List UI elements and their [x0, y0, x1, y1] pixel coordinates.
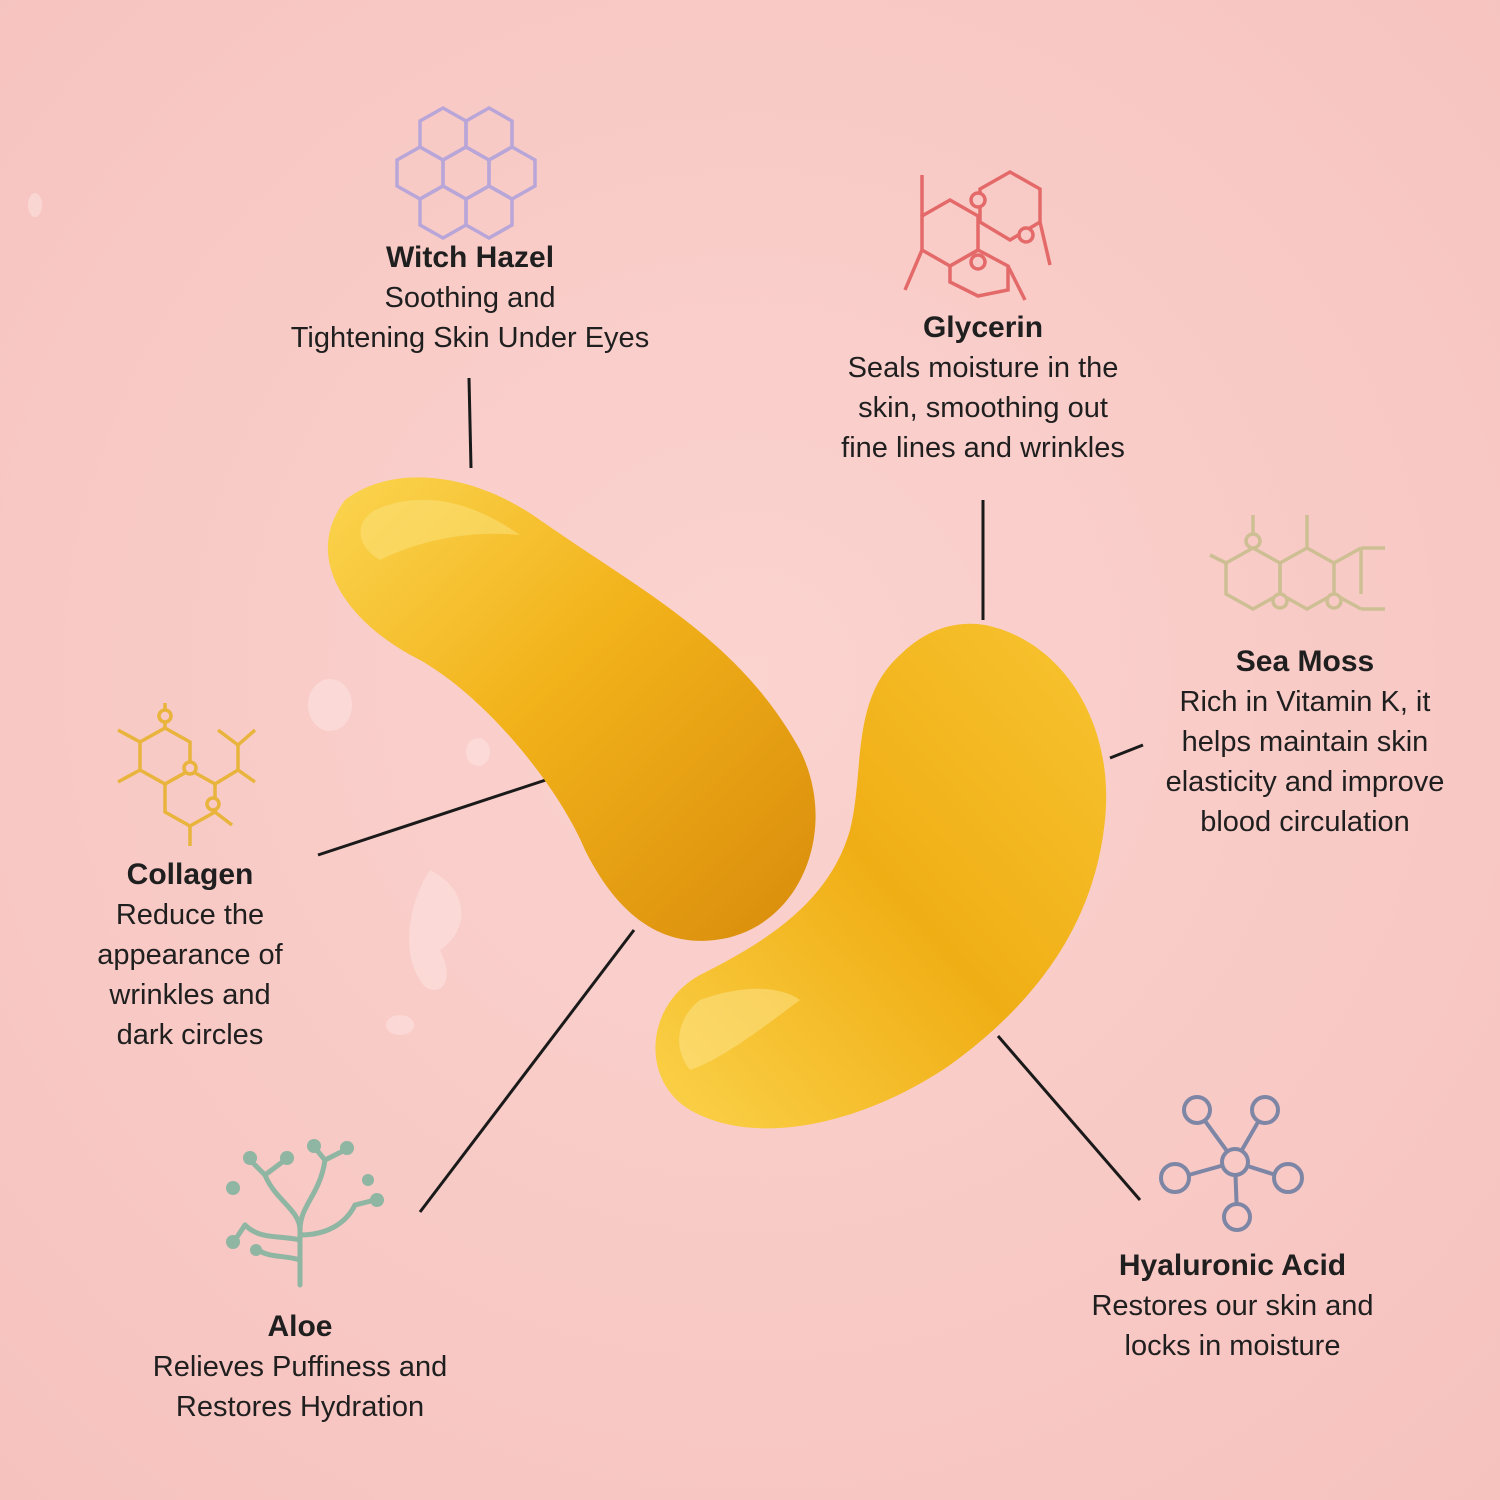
aloe-plant-icon: [226, 1139, 384, 1288]
ingredient-description: Soothing and Tightening Skin Under Eyes: [290, 282, 650, 354]
leader-line-collagen: [317, 770, 571, 857]
double-ring-molecule-icon: [903, 169, 1052, 301]
branched-molecule-icon: [117, 703, 257, 846]
leader-line-witch-hazel: [467, 377, 473, 469]
leader-line-aloe: [418, 929, 636, 1213]
ingredient-description: Restores our skin and locks in moisture: [1091, 1290, 1374, 1362]
water-droplets: [28, 193, 490, 1035]
hexagon-chain-molecule-icon: [1209, 515, 1385, 612]
label-sea-moss: Sea Moss Rich in Vitamin K, it helps mai…: [1120, 642, 1490, 842]
ingredient-name: Collagen: [126, 858, 254, 891]
eye-patch-left-highlight: [360, 499, 520, 560]
ingredient-name: Sea Moss: [1235, 645, 1375, 678]
label-hyaluronic-acid: Hyaluronic Acid Restores our skin and lo…: [1060, 1246, 1405, 1366]
label-collagen: Collagen Reduce the appearance of wrinkl…: [40, 855, 340, 1055]
label-glycerin: Glycerin Seals moisture in the skin, smo…: [800, 308, 1166, 468]
label-aloe: Aloe Relieves Puffiness and Restores Hyd…: [100, 1307, 500, 1427]
honeycomb-molecule-icon: [395, 105, 537, 241]
ingredient-name: Hyaluronic Acid: [1118, 1249, 1347, 1282]
leader-line-hyaluronic: [996, 1035, 1142, 1201]
ingredient-description: Relieves Puffiness and Restores Hydratio…: [152, 1351, 448, 1423]
eye-patch-right-highlight: [679, 988, 800, 1070]
leader-lines: [317, 377, 1144, 1213]
leader-line-sea-moss: [1109, 743, 1144, 760]
ingredient-description: Reduce the appearance of wrinkles and da…: [97, 899, 283, 1051]
label-witch-hazel: Witch Hazel Soothing and Tightening Skin…: [230, 238, 710, 358]
ingredient-name: Glycerin: [922, 311, 1044, 344]
ingredient-name: Aloe: [267, 1310, 333, 1343]
node-network-icon: [1159, 1095, 1304, 1232]
ingredient-description: Seals moisture in the skin, smoothing ou…: [841, 352, 1125, 464]
ingredient-name: Witch Hazel: [385, 241, 555, 274]
eye-patch-left: [327, 477, 816, 941]
ingredient-description: Rich in Vitamin K, it helps maintain ski…: [1165, 686, 1445, 838]
